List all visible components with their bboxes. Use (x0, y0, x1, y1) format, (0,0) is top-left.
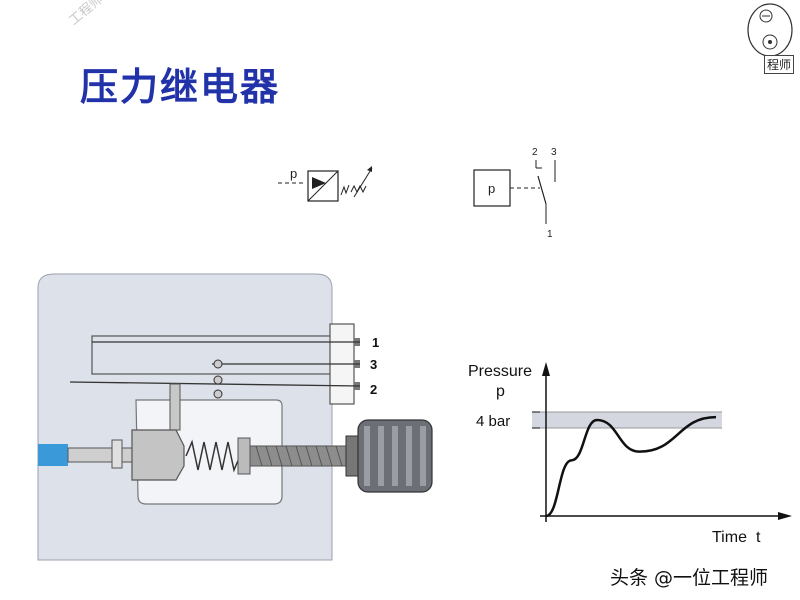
adjust-arrow-icon (353, 167, 373, 198)
terminal-1-label: 1 (547, 229, 553, 240)
box-label-p: p (488, 181, 495, 196)
contact-icon (340, 184, 350, 196)
device-terminal-1: 1 (372, 335, 379, 350)
x-axis-arrow-icon (778, 512, 792, 520)
wire-2 (69, 381, 361, 387)
y-axis-symbol: p (496, 383, 505, 400)
relay-cross-section: 1 3 2 (37, 273, 433, 561)
contact-2a (213, 375, 223, 385)
pressure-arrow-icon (312, 177, 326, 189)
pressure-switch-symbol: p (278, 166, 373, 202)
x-axis-label: Time (712, 529, 747, 546)
plunger-rod (169, 383, 181, 431)
fluid-inlet (38, 444, 68, 466)
threshold-label: 4 bar (476, 413, 510, 430)
device-terminal-3: 3 (370, 357, 377, 372)
watermark-bottom: 头条 @一位工程师 (610, 567, 769, 589)
x-axis-symbol: t (756, 529, 761, 546)
contact-symbol: p 2 3 1 (473, 147, 557, 240)
spring-seat (237, 437, 251, 475)
threshold-band (532, 412, 722, 428)
symbol-box-p (473, 169, 511, 207)
page-title: 压力继电器 (80, 65, 281, 109)
series-line (545, 415, 717, 518)
device-terminal-2: 2 (370, 382, 377, 397)
contact-3 (213, 359, 223, 369)
y-axis-arrow-icon (542, 362, 550, 376)
terminal-3-label: 3 (551, 147, 557, 158)
symbol-label-p: p (290, 166, 297, 181)
y-axis-label: Pressure (468, 363, 532, 380)
symbol-diagonal (307, 170, 339, 202)
switch-blade (537, 175, 547, 205)
piston-head (131, 429, 185, 481)
logo-text: 程师 (764, 55, 795, 74)
logo-icon (747, 3, 793, 57)
terminal-2-label: 2 (532, 147, 538, 158)
pressure-time-chart: Pressure p 4 bar Time t (468, 362, 792, 546)
contact-2b (213, 389, 223, 399)
spring (185, 439, 241, 473)
